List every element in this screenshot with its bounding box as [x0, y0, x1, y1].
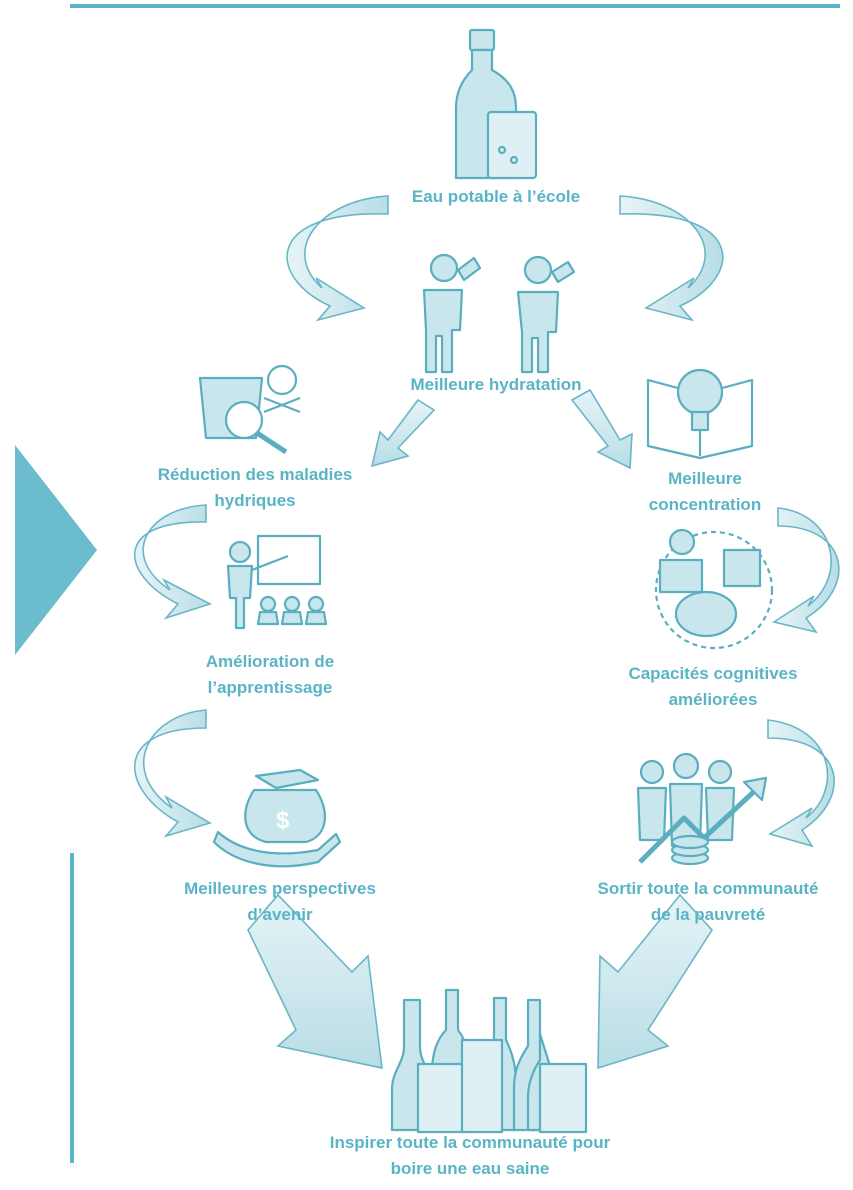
node-learning-line-1: Amélioration de	[205, 652, 335, 671]
book-lightbulb-icon	[646, 368, 754, 460]
node-disease-line-1: Réduction des maladies	[157, 465, 353, 484]
bottle-and-glass-icon	[454, 28, 538, 180]
money-hand-icon: $	[212, 768, 342, 868]
curved-arrow-mid-left	[133, 504, 213, 620]
node-safe-water: Eau potable à l’école	[380, 184, 612, 210]
big-arrow-bottom-right	[597, 893, 714, 1070]
teacher-classroom-icon	[226, 534, 328, 630]
node-inspire: Inspirer toute la communauté pour boire …	[320, 1130, 620, 1182]
node-cognitive-line-2: améliorées	[668, 690, 758, 709]
top-rule	[70, 4, 840, 8]
node-prospects: Meilleures perspectives d’avenir	[150, 876, 410, 928]
node-inspire-line-1: Inspirer toute la communauté pour	[329, 1133, 611, 1152]
curved-arrow-low-right	[767, 719, 835, 848]
node-poverty-line-1: Sortir toute la communauté	[597, 879, 819, 898]
curved-arrow-top-right	[619, 195, 724, 322]
curved-arrow-mid-right	[771, 507, 840, 634]
node-inspire-line-2: boire une eau saine	[390, 1159, 550, 1178]
node-concentration-line-1: Meilleure	[668, 469, 742, 488]
node-learning-line-2: l’apprentissage	[207, 678, 333, 697]
straight-arrow-to-disease	[370, 398, 436, 468]
node-prospects-line-1: Meilleures perspectives	[184, 879, 376, 898]
straight-arrow-to-concentration	[570, 388, 633, 470]
contaminated-water-icon	[198, 364, 301, 455]
node-cognitive: Capacités cognitives améliorées	[598, 661, 828, 713]
node-disease-line-2: hydriques	[214, 491, 296, 510]
node-hydration-line-1: Meilleure hydratation	[410, 375, 582, 394]
curved-arrow-top-left	[286, 195, 389, 322]
node-poverty: Sortir toute la communauté de la pauvret…	[566, 876, 850, 928]
community-growth-icon	[636, 752, 768, 866]
node-concentration: Meilleure concentration	[620, 466, 790, 518]
node-hydration: Meilleure hydratation	[376, 372, 616, 398]
node-learning: Amélioration de l’apprentissage	[170, 649, 370, 701]
node-poverty-line-2: de la pauvreté	[650, 905, 766, 924]
node-disease: Réduction des maladies hydriques	[130, 462, 380, 514]
node-safe-water-line-1: Eau potable à l’école	[411, 187, 581, 206]
svg-text:$: $	[276, 807, 290, 834]
children-drinking-icon	[422, 253, 576, 374]
student-brain-icon	[654, 528, 774, 650]
node-cognitive-line-1: Capacités cognitives	[628, 664, 798, 683]
bottles-and-glasses-icon	[390, 988, 588, 1134]
side-rule	[70, 853, 74, 1163]
side-triangle	[15, 445, 97, 655]
node-concentration-line-2: concentration	[648, 495, 762, 514]
big-arrow-bottom-left	[247, 893, 383, 1070]
curved-arrow-low-left	[133, 709, 212, 838]
node-prospects-line-2: d’avenir	[247, 905, 313, 924]
